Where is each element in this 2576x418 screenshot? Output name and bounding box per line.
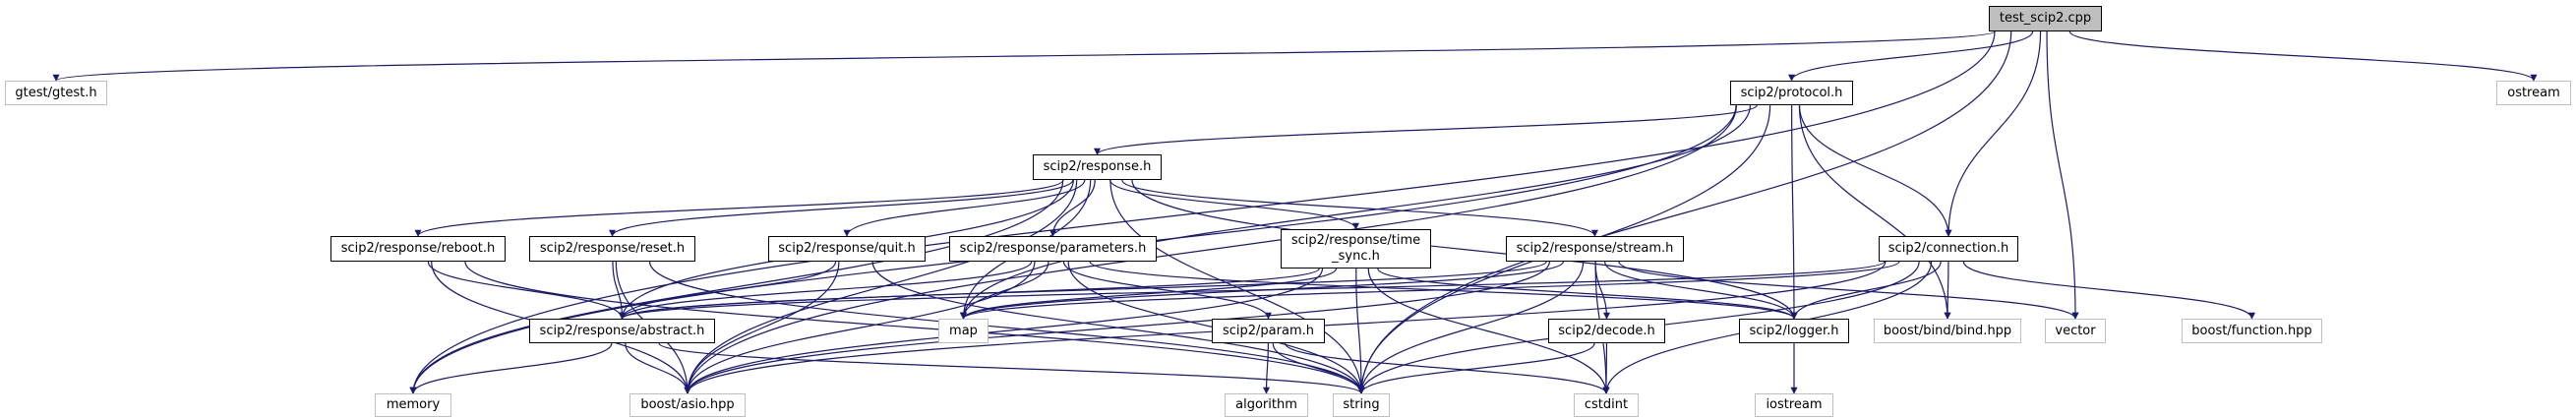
edge-connection-to-function [1962,261,2255,320]
node-reboot[interactable]: scip2/response/reboot.h [330,236,506,262]
node-asio: boost/asio.hpp [629,393,746,417]
edge-response-to-memory [409,179,1064,394]
node-logger[interactable]: scip2/logger.h [1739,319,1849,343]
edge-protocol-to-bind [1798,104,1951,320]
edge-connection-to-map [960,261,1900,320]
edge-parameters-to-asio [684,261,1036,394]
edge-root-to-gtest [53,30,1996,82]
edge-connection-to-bind [1944,261,1951,320]
edge-response-to-quit [843,179,1086,237]
edge-reset-to-string [648,261,1365,394]
edge-root-to-memory [409,30,1996,394]
node-connection[interactable]: scip2/connection.h [1879,236,2018,262]
edge-response-to-reboot [414,179,1064,237]
edge-root-to-vector [2046,30,2079,320]
edge-abstract-to-asio [625,342,691,394]
node-reset[interactable]: scip2/response/reset.h [529,236,695,262]
edge-abstract-to-memory [409,342,613,394]
edge-decode-to-string [1357,342,1595,394]
node-vector: vector [2045,319,2106,343]
edge-param-to-string [1272,342,1365,394]
edge-timesync-to-string [1355,268,1365,394]
node-parameters[interactable]: scip2/response/parameters.h [949,236,1157,262]
edge-root-to-protocol [1788,30,2034,82]
node-ostream: ostream [2496,81,2571,105]
node-gtest: gtest/gtest.h [5,81,107,105]
edge-reboot-to-string [464,261,1365,394]
node-algorithm: algorithm [1225,393,1308,417]
node-protocol[interactable]: scip2/protocol.h [1730,81,1853,105]
edge-parameters-to-abstract [619,261,1033,320]
edge-root-to-string [1357,30,2012,394]
edge-timesync-to-cstdint [1367,268,1610,394]
node-string: string [1333,393,1390,417]
node-param[interactable]: scip2/param.h [1212,319,1325,343]
node-response[interactable]: scip2/response.h [1033,154,1162,180]
edge-quit-to-abstract [619,261,837,320]
edge-protocol-to-response [1094,104,1758,155]
node-function: boost/function.hpp [2182,319,2322,343]
edge-protocol-to-connection [1798,104,1952,237]
node-stream[interactable]: scip2/response/stream.h [1506,236,1684,262]
edge-abstract-to-string [658,342,1365,394]
edge-reboot-to-abstract [427,261,626,320]
node-decode[interactable]: scip2/decode.h [1548,319,1665,343]
edge-parameters-to-param [1062,261,1272,320]
node-root[interactable]: test_scip2.cpp [1989,6,2102,31]
edge-stream-to-asio [684,261,1550,394]
edge-parameters-to-map [960,261,1049,320]
edge-stream-to-decode [1594,261,1610,320]
edge-response-to-stream [1121,179,1598,237]
edge-timesync-to-logger [1377,268,1798,320]
edge-stream-to-vector [1618,261,2079,320]
edge-response-to-logger [1131,179,1798,320]
edge-response-to-timesync [1109,179,1359,230]
edge-param-to-cstdint [1285,342,1610,394]
edge-response-to-string [1109,179,1365,394]
edge-reset-to-abstract [612,261,626,320]
edge-protocol-to-asio [684,104,1737,394]
edge-quit-to-asio [684,261,840,394]
edge-connection-to-logger [1790,261,1942,320]
edge-timesync-to-asio [684,268,1324,394]
node-quit[interactable]: scip2/response/quit.h [768,236,926,262]
node-bind: boost/bind/bind.hpp [1874,319,2021,343]
edge-root-to-connection [1945,30,2042,237]
edge-stream-to-abstract [619,261,1547,320]
edge-connection-to-abstract [619,261,1886,320]
edge-response-to-parameters [1049,179,1096,237]
edge-stream-to-string [1357,261,1585,394]
node-timesync[interactable]: scip2/response/time _sync.h [1281,229,1431,269]
node-memory: memory [375,393,451,417]
node-map: map [938,319,988,343]
node-iostream: iostream [1755,393,1833,417]
edge-protocol-to-logger [1790,104,1798,320]
edge-param-to-algorithm [1263,342,1271,394]
edge-root-to-ostream [2068,30,2538,82]
node-abstract[interactable]: scip2/response/abstract.h [529,319,715,343]
edge-response-to-reset [609,179,1074,237]
node-cstdint: cstdint [1574,393,1639,417]
